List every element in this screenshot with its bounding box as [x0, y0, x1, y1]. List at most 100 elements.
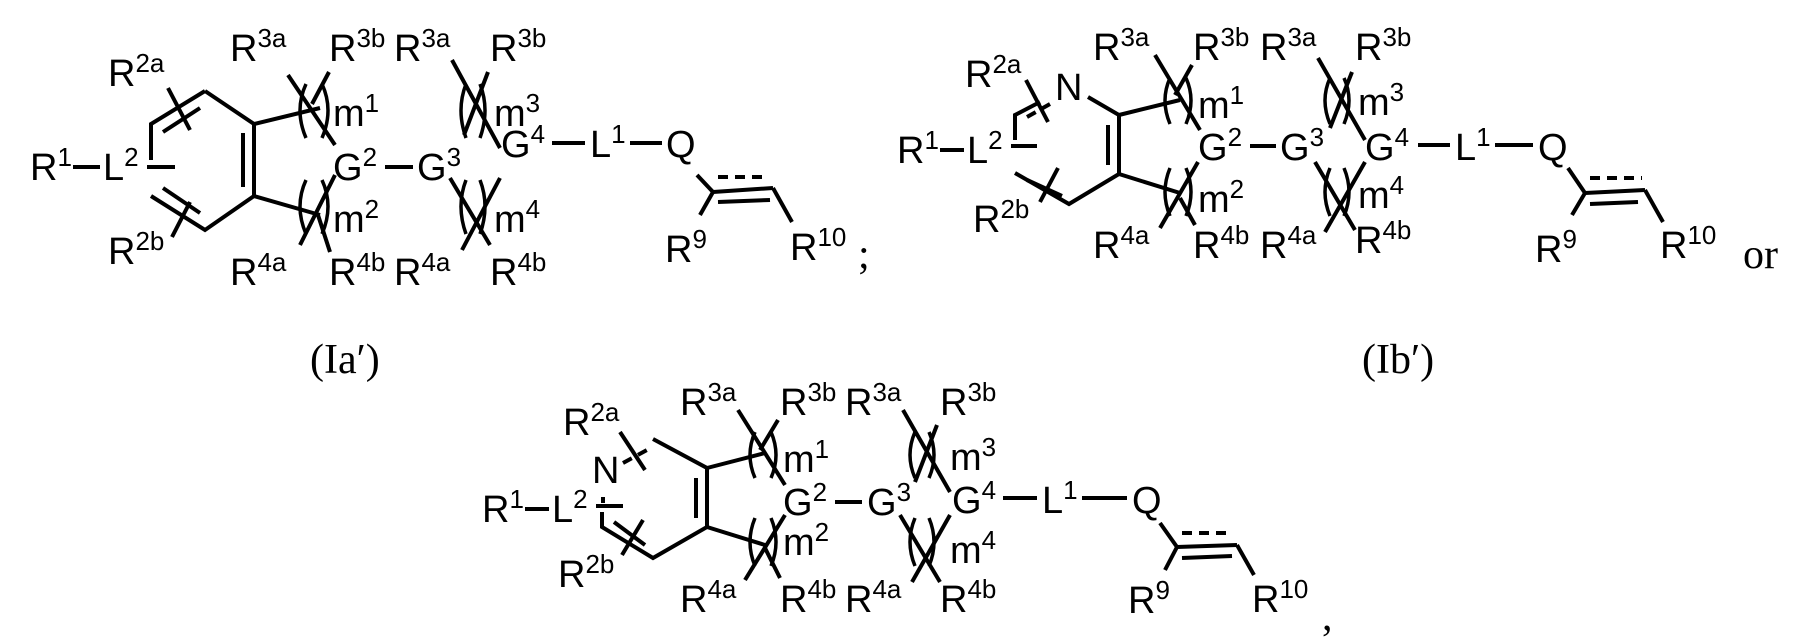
bracket-arc — [908, 431, 917, 479]
atom-label-R4b: R4b — [780, 574, 836, 621]
atom-label-R4b: R4b — [490, 247, 546, 294]
bond — [460, 177, 502, 251]
bond — [286, 73, 337, 147]
atom-label-R1: R1 — [482, 484, 524, 531]
floating-bond — [1024, 79, 1050, 123]
bracket-arc — [1342, 77, 1351, 125]
bond — [1313, 160, 1357, 232]
atom-label-R3a: R3a — [1260, 22, 1317, 69]
atom-label-m3: m3 — [1358, 77, 1404, 124]
atom-label-L2: L2 — [967, 125, 1003, 172]
atom-label-L1: L1 — [590, 119, 626, 166]
formula-caption: (Ib′) — [1362, 337, 1434, 383]
floating-bond — [170, 201, 192, 238]
bond — [1570, 191, 1587, 217]
atom-label-R10: R10 — [1252, 574, 1308, 621]
bond — [448, 176, 492, 247]
atom-label-R3a: R3a — [680, 377, 737, 424]
floating-bond — [1038, 167, 1060, 203]
bond — [763, 547, 782, 579]
bond — [1178, 197, 1197, 226]
bond — [1163, 546, 1179, 571]
bracket-arc — [459, 179, 468, 235]
atom-label-R3a: R3a — [230, 23, 287, 70]
bracket-arc — [1323, 167, 1332, 217]
atom-label-G3: G3 — [1280, 122, 1324, 169]
bond — [310, 71, 331, 105]
ring-bonds — [149, 89, 256, 233]
atom-label-R9: R9 — [1128, 575, 1170, 622]
atom-label-G3: G3 — [417, 142, 461, 189]
bracket-arc — [1323, 77, 1332, 125]
atom-label-Q: Q — [666, 124, 696, 166]
atom-label-R4a: R4a — [680, 574, 737, 621]
atom-label-G4: G4 — [1365, 122, 1409, 169]
atom-label-Q: Q — [1132, 480, 1162, 522]
atom-label-R1: R1 — [897, 125, 939, 172]
bond — [706, 525, 766, 547]
atom-label-R4b: R4b — [1193, 220, 1249, 267]
atom-label-m3: m3 — [950, 432, 996, 479]
ring-double-bond — [161, 106, 202, 134]
double-bond-line — [1589, 200, 1639, 206]
bond — [695, 173, 715, 194]
structure-third: R1 L2 N R2a R2b m1 R3a R3b m2 R4a R4b G2 — [482, 377, 1333, 640]
ring-double-bond — [161, 186, 202, 215]
atom-label-R9: R9 — [1535, 224, 1577, 271]
atom-label-R3a: R3a — [1093, 22, 1150, 69]
bond — [1584, 188, 1646, 195]
atom-label-m3: m3 — [494, 88, 540, 135]
bond — [910, 514, 952, 583]
bracket-arc — [298, 179, 308, 235]
bond — [1235, 544, 1256, 576]
atom-label-R3a: R3a — [394, 23, 451, 70]
double-bond-line — [1181, 554, 1233, 560]
terminator-punctuation: , — [1322, 594, 1333, 640]
atom-label-R4a: R4a — [1093, 220, 1150, 267]
atom-label-R3b: R3b — [940, 377, 996, 424]
atom-label-L2: L2 — [552, 484, 588, 531]
bond — [1173, 64, 1194, 96]
atom-label-N: N — [1055, 67, 1082, 109]
atom-label-R2a: R2a — [108, 48, 165, 95]
bond — [758, 418, 780, 452]
bond — [743, 513, 787, 582]
bond — [1328, 71, 1354, 129]
atom-label-R2b: R2b — [558, 549, 614, 596]
atom-label-R3b: R3b — [1355, 22, 1411, 69]
ring-double-bond — [1026, 178, 1063, 198]
atom-label-R4b: R4b — [329, 247, 385, 294]
atom-label-Q: Q — [1538, 127, 1568, 169]
atom-label-R10: R10 — [1660, 220, 1716, 267]
atom-label-R3b: R3b — [329, 23, 385, 70]
atom-label-R2a: R2a — [965, 49, 1022, 96]
bond — [913, 424, 939, 483]
atom-label-m2: m2 — [333, 194, 379, 241]
bond — [1118, 172, 1181, 195]
bond — [1118, 98, 1181, 117]
atom-label-m1: m1 — [1198, 80, 1244, 127]
bond — [771, 187, 794, 223]
atom-label-m1: m1 — [333, 88, 379, 135]
bracket-arc — [1184, 77, 1193, 125]
atom-label-R9: R9 — [665, 224, 707, 271]
atom-label-R3a: R3a — [845, 377, 902, 424]
atom-label-L2: L2 — [103, 142, 139, 189]
ring-partial-bond — [1026, 102, 1051, 119]
atom-label-R2a: R2a — [563, 397, 620, 444]
structure-Ia-prime: R1 L2 R2a R2b m1 R3a R3b m2 R4a R4b — [30, 23, 870, 383]
bond — [462, 71, 490, 136]
bond — [698, 191, 715, 216]
bond — [898, 513, 942, 584]
floating-bond — [618, 430, 647, 472]
atom-label-R3b: R3b — [780, 377, 836, 424]
bond — [253, 106, 321, 126]
atom-label-G2: G2 — [783, 477, 827, 524]
atom-label-L1: L1 — [1042, 475, 1078, 522]
bracket-arc — [927, 431, 936, 479]
atom-label-m2: m2 — [783, 517, 829, 564]
atom-label-G2: G2 — [333, 142, 377, 189]
atom-label-R2b: R2b — [973, 194, 1029, 241]
bond — [316, 214, 332, 253]
